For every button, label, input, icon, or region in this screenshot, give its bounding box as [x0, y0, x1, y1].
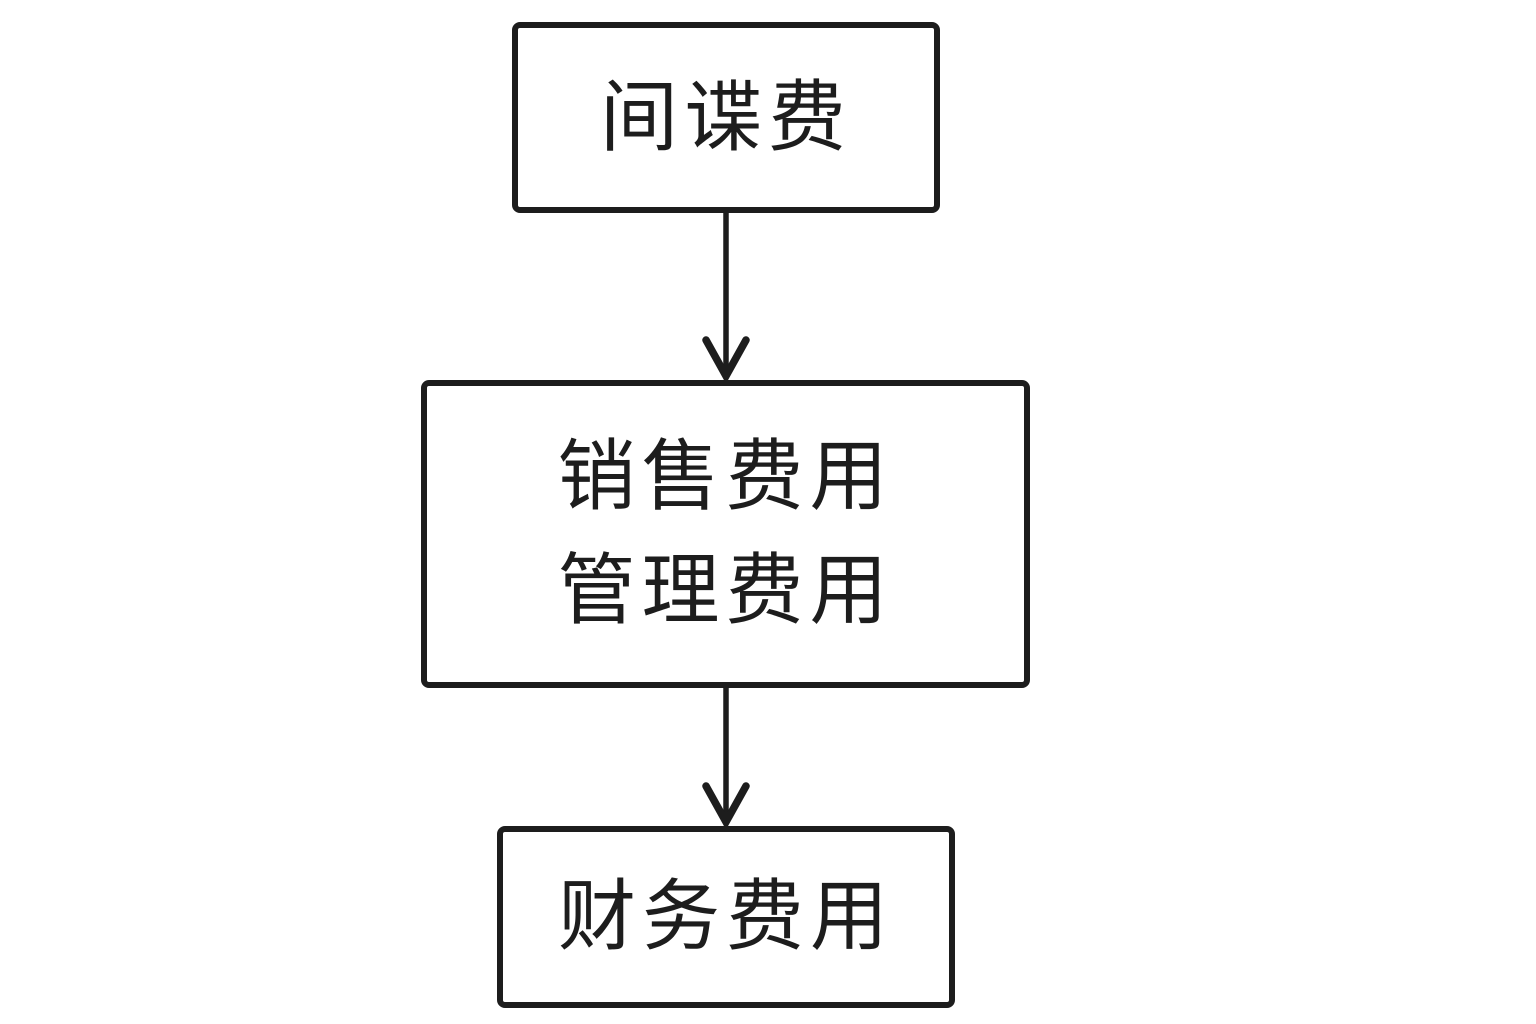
node-spy-fee: 间谍费: [512, 22, 940, 213]
arrow-down-icon: [702, 687, 750, 828]
node-finance-expenses: 财务费用: [497, 826, 955, 1008]
node-admin-expenses-label: 管理费用: [557, 546, 894, 634]
node-selling-admin-expenses: 销售费用 管理费用: [421, 380, 1030, 688]
arrow-down-icon: [702, 212, 750, 382]
node-finance-expenses-label: 财务费用: [557, 872, 894, 961]
node-selling-expenses-label: 销售费用: [557, 432, 894, 521]
node-spy-fee-label: 间谍费: [599, 72, 852, 161]
